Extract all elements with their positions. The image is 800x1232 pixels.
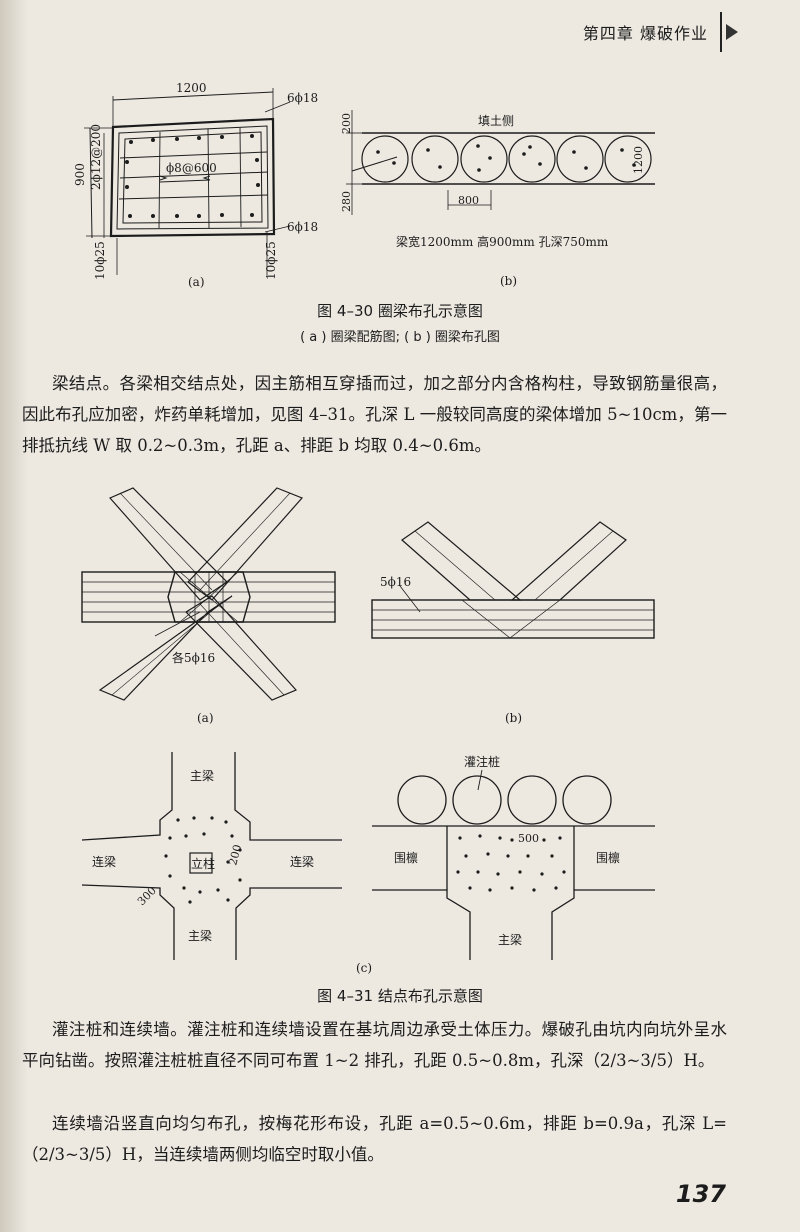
chapter-title: 第四章 爆破作业	[582, 24, 708, 43]
figure-4-31-caption: 图 4–31 结点布孔示意图	[317, 987, 483, 1005]
fig430a-dim-top: 1200	[176, 81, 207, 95]
fig431c-column: 立柱	[191, 856, 215, 871]
fig430b-spec: 梁宽1200mm 高900mm 孔深750mm	[396, 234, 609, 249]
fig430b-fill-side: 填土侧	[478, 114, 514, 128]
page-number: 137	[675, 1180, 726, 1208]
paragraph-continuous-wall: 连续墙沿竖直向均匀布孔，按梅花形布设，孔距 a=0.5~0.6m，排距 b=0.…	[22, 1114, 727, 1164]
fig431b-label: (b)	[505, 711, 522, 725]
fig431c-main-beam-top: 主梁	[190, 768, 214, 783]
figure-4-30: 1200 6ϕ18 6ϕ18 ϕ8@600 900 2ϕ12@200 10ϕ25…	[73, 81, 655, 289]
paragraph-beam-joints: 梁结点。各梁相交结点处，因主筋相互穿插而过，加之部分内含格构柱，导致钢筋量很高，…	[22, 374, 727, 455]
fig431c-main-beam-right: 主梁	[498, 932, 522, 947]
fig431c-link-right: 连梁	[290, 854, 314, 869]
fig431c-main-beam-bottom: 主梁	[188, 928, 212, 943]
fig430a-label: (a)	[188, 275, 205, 289]
header-divider	[720, 12, 722, 52]
fig430a-bottom-right: 10ϕ25	[264, 241, 278, 280]
fig430b-label: (b)	[500, 274, 517, 288]
fig431a-label: (a)	[197, 711, 214, 725]
fig430b-dim-280: 280	[340, 191, 353, 212]
fig431c-pile: 灌注桩	[464, 754, 500, 769]
fig431b-rebar: 5ϕ16	[380, 575, 411, 589]
fig430a-rebar-top: 6ϕ18	[287, 91, 318, 105]
figure-4-31a-cross-joint	[81, 487, 336, 701]
paragraph-piles-walls: 灌注桩和连续墙。灌注桩和连续墙设置在基坑周边承受土体压力。爆破孔由坑内向坑外呈水…	[22, 1020, 727, 1070]
fig431c-purlin-left: 围檩	[394, 850, 418, 865]
figure-4-30-caption: 图 4–30 圈梁布孔示意图	[317, 302, 483, 320]
figure-4-31c-left-joint	[81, 752, 342, 960]
fig430a-rebar-bottom: 6ϕ18	[287, 220, 318, 234]
figure-4-31c: 主梁 连梁 立柱 200 连梁 300 主梁 灌注桩 500 围檩 围檩 主梁 …	[81, 752, 655, 975]
page-header: 第四章 爆破作业	[0, 0, 800, 52]
figure-4-31c-right-holes	[456, 834, 566, 892]
figure-4-30b-hole-layout	[346, 110, 655, 215]
fig431c-link-left: 连梁	[92, 854, 116, 869]
figure-4-31b-v-joint	[371, 521, 655, 639]
fig430a-bottom-left: 10ϕ25	[93, 241, 107, 280]
fig430a-stirrup-side: 2ϕ12@200	[89, 124, 103, 190]
fig431c-dim-500: 500	[518, 832, 539, 845]
figure-4-30-subcaption: ( a ) 圈梁配筋图; ( b ) 圈梁布孔图	[300, 330, 500, 345]
fig430a-dim-left: 900	[73, 163, 87, 186]
figure-4-31ab: 各5ϕ16 (a) 5ϕ16 (b)	[81, 487, 655, 725]
fig430a-stirrup-mid: ϕ8@600	[166, 161, 217, 175]
fig430b-dim-1200: 1200	[632, 146, 645, 174]
figure-4-31c-right-joint	[372, 769, 655, 960]
chapter-arrow-icon	[726, 24, 738, 40]
fig430b-dim-200: 200	[340, 113, 353, 134]
fig431c-label: (c)	[356, 961, 372, 975]
page-gutter-shadow	[0, 0, 28, 1232]
figure-4-31c-left-holes	[164, 816, 242, 904]
fig431c-dim-200: 200	[226, 843, 244, 867]
figure-4-30a-reinforcement	[84, 88, 291, 275]
fig431c-purlin-right: 围檩	[596, 850, 620, 865]
fig430b-dim-800: 800	[458, 194, 479, 207]
fig431a-rebar: 各5ϕ16	[172, 650, 215, 665]
